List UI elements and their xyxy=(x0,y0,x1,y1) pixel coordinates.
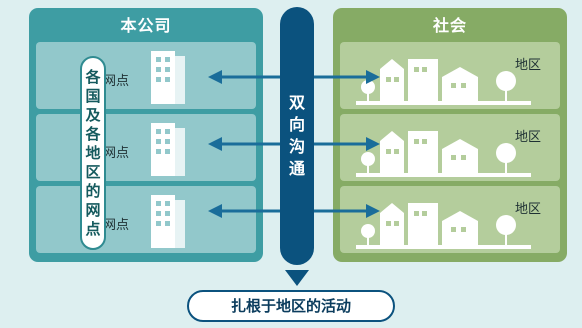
vertical-char: 网 xyxy=(85,200,101,219)
vertical-char: 的 xyxy=(85,181,101,200)
vertical-char: 国 xyxy=(85,86,101,105)
company-panel: 本公司 网点 网点 网点 xyxy=(29,8,263,262)
branch-row: 网点 xyxy=(36,114,256,181)
comm-char: 双 xyxy=(288,93,305,112)
region-row: 地区 xyxy=(340,186,560,253)
vertical-char: 点 xyxy=(85,219,101,238)
comm-char: 沟 xyxy=(288,137,305,156)
comm-char: 通 xyxy=(288,159,305,178)
town-houses-icon xyxy=(356,131,531,177)
region-label: 地区 xyxy=(515,130,542,145)
town-houses-icon xyxy=(356,59,531,105)
arrow-right-icon xyxy=(366,204,380,218)
vertical-char: 各 xyxy=(85,124,101,143)
vertical-char: 地 xyxy=(85,143,101,162)
arrow-left-icon xyxy=(208,204,222,218)
company-title: 本公司 xyxy=(120,16,172,35)
region-label: 地区 xyxy=(515,58,542,73)
society-panel: 社会 地区 xyxy=(333,8,567,262)
arrow-right-icon xyxy=(366,70,380,84)
arrow-down-icon xyxy=(285,270,309,286)
region-label: 地区 xyxy=(515,202,542,217)
two-way-communication-pill: 双 向 沟 通 xyxy=(280,7,314,265)
global-branches-label: 各 国 及 各 地 区 的 网 点 xyxy=(80,56,106,250)
office-building-icon xyxy=(151,123,185,176)
arrow-left-icon xyxy=(208,70,222,84)
branch-row: 网点 xyxy=(36,42,256,109)
office-building-icon xyxy=(151,51,185,104)
vertical-char: 及 xyxy=(85,105,101,124)
vertical-char: 各 xyxy=(85,67,101,86)
office-building-icon xyxy=(151,195,185,248)
arrow-right-icon xyxy=(366,137,380,151)
branch-row: 网点 xyxy=(36,186,256,253)
society-title: 社会 xyxy=(432,16,467,35)
branch-label: 网点 xyxy=(103,218,130,233)
branch-label: 网点 xyxy=(103,146,130,161)
region-row: 地区 xyxy=(340,114,560,181)
branch-label: 网点 xyxy=(103,74,130,89)
community-activity-banner: 扎根于地区的活动 xyxy=(187,290,395,322)
comm-char: 向 xyxy=(288,115,305,134)
vertical-char: 区 xyxy=(85,162,101,181)
town-houses-icon xyxy=(356,203,531,249)
arrow-left-icon xyxy=(208,137,222,151)
